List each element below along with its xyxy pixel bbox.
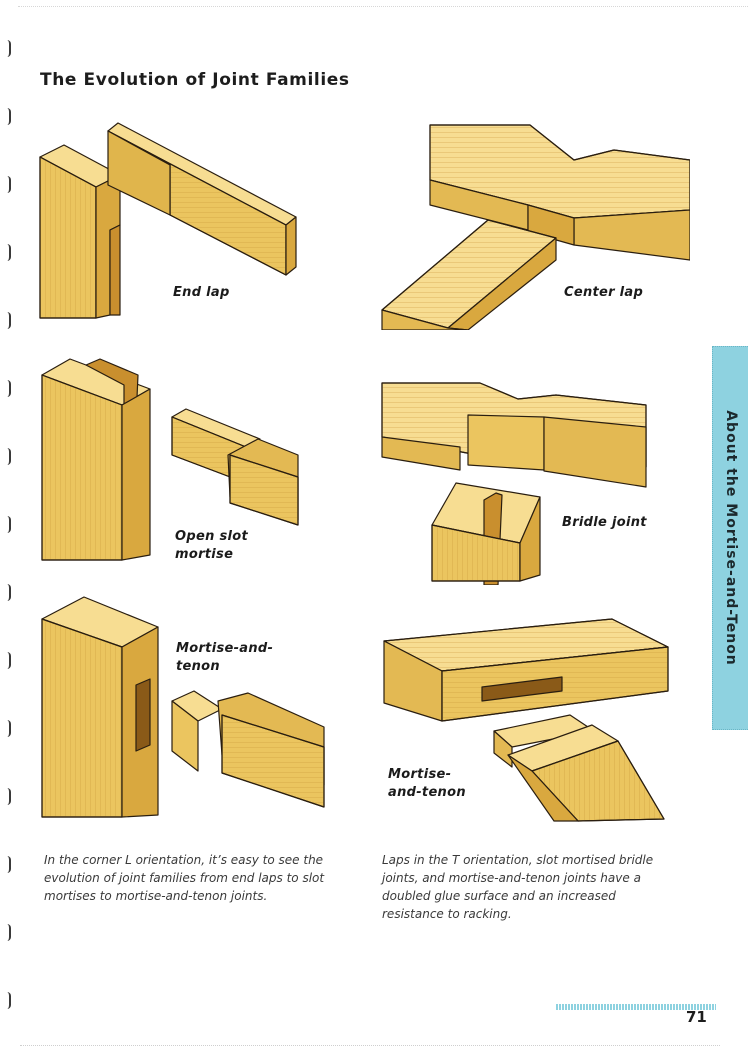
page-title: The Evolution of Joint Families: [40, 70, 350, 90]
left-caption-line: evolution of joint families from end lap…: [44, 871, 325, 885]
left-caption-line: In the corner L orientation, it’s easy t…: [44, 853, 324, 867]
binding-ring: [4, 108, 11, 125]
bridle-joint-illustration: [381, 382, 647, 585]
right-caption-line: resistance to racking.: [382, 907, 512, 921]
binding-ring: [4, 652, 11, 669]
chapter-side-tab-label: About the Mortise-and-Tenon: [722, 410, 739, 666]
binding-ring: [4, 40, 11, 57]
left-caption-line: mortises to mortise-and-tenon joints.: [44, 889, 268, 903]
binding-ring: [4, 992, 11, 1009]
right-caption-line: doubled glue surface and an increased: [382, 889, 616, 903]
center-lap-illustration: [381, 124, 690, 330]
center-lap-label: Center lap: [564, 285, 644, 300]
binding-ring: [4, 584, 11, 601]
binding-ring: [4, 312, 11, 329]
binding-ring: [4, 856, 11, 873]
mortise-and-tenon-left-label-line1: Mortise-and-: [176, 641, 274, 656]
top-rule: [18, 6, 748, 7]
spiral-binding: [0, 0, 14, 1050]
page-number: 71: [686, 1008, 707, 1026]
right-caption-line: Laps in the T orientation, slot mortised…: [382, 853, 654, 867]
open-slot-mortise-label-line1: Open slot: [175, 529, 248, 544]
mortise-and-tenon-right-illustration: [383, 618, 669, 822]
binding-ring: [4, 176, 11, 193]
bottom-rule: [20, 1045, 720, 1046]
end-lap-illustration: [39, 122, 297, 319]
mortise-and-tenon-left-label-line2: tenon: [176, 659, 220, 674]
left-caption: In the corner L orientation, it’s easy t…: [44, 851, 324, 905]
binding-ring: [4, 380, 11, 397]
right-caption-line: joints, and mortise-and-tenon joints hav…: [382, 871, 641, 885]
open-slot-mortise-illustration: [41, 358, 299, 561]
binding-ring: [4, 516, 11, 533]
bridle-joint-label: Bridle joint: [562, 515, 647, 530]
binding-ring: [4, 788, 11, 805]
binding-ring: [4, 448, 11, 465]
open-slot-mortise-label-line2: mortise: [175, 547, 234, 562]
binding-ring: [4, 720, 11, 737]
right-caption: Laps in the T orientation, slot mortised…: [382, 851, 653, 923]
binding-ring: [4, 924, 11, 941]
mortise-and-tenon-right-label-line1: Mortise-: [388, 767, 452, 782]
mortise-and-tenon-right-label-line2: and-tenon: [388, 785, 466, 800]
footer-band: [556, 1004, 716, 1010]
binding-ring: [4, 244, 11, 261]
mortise-and-tenon-left-illustration: [41, 596, 325, 818]
end-lap-label: End lap: [173, 285, 230, 300]
chapter-side-tab: About the Mortise-and-Tenon: [712, 346, 748, 730]
